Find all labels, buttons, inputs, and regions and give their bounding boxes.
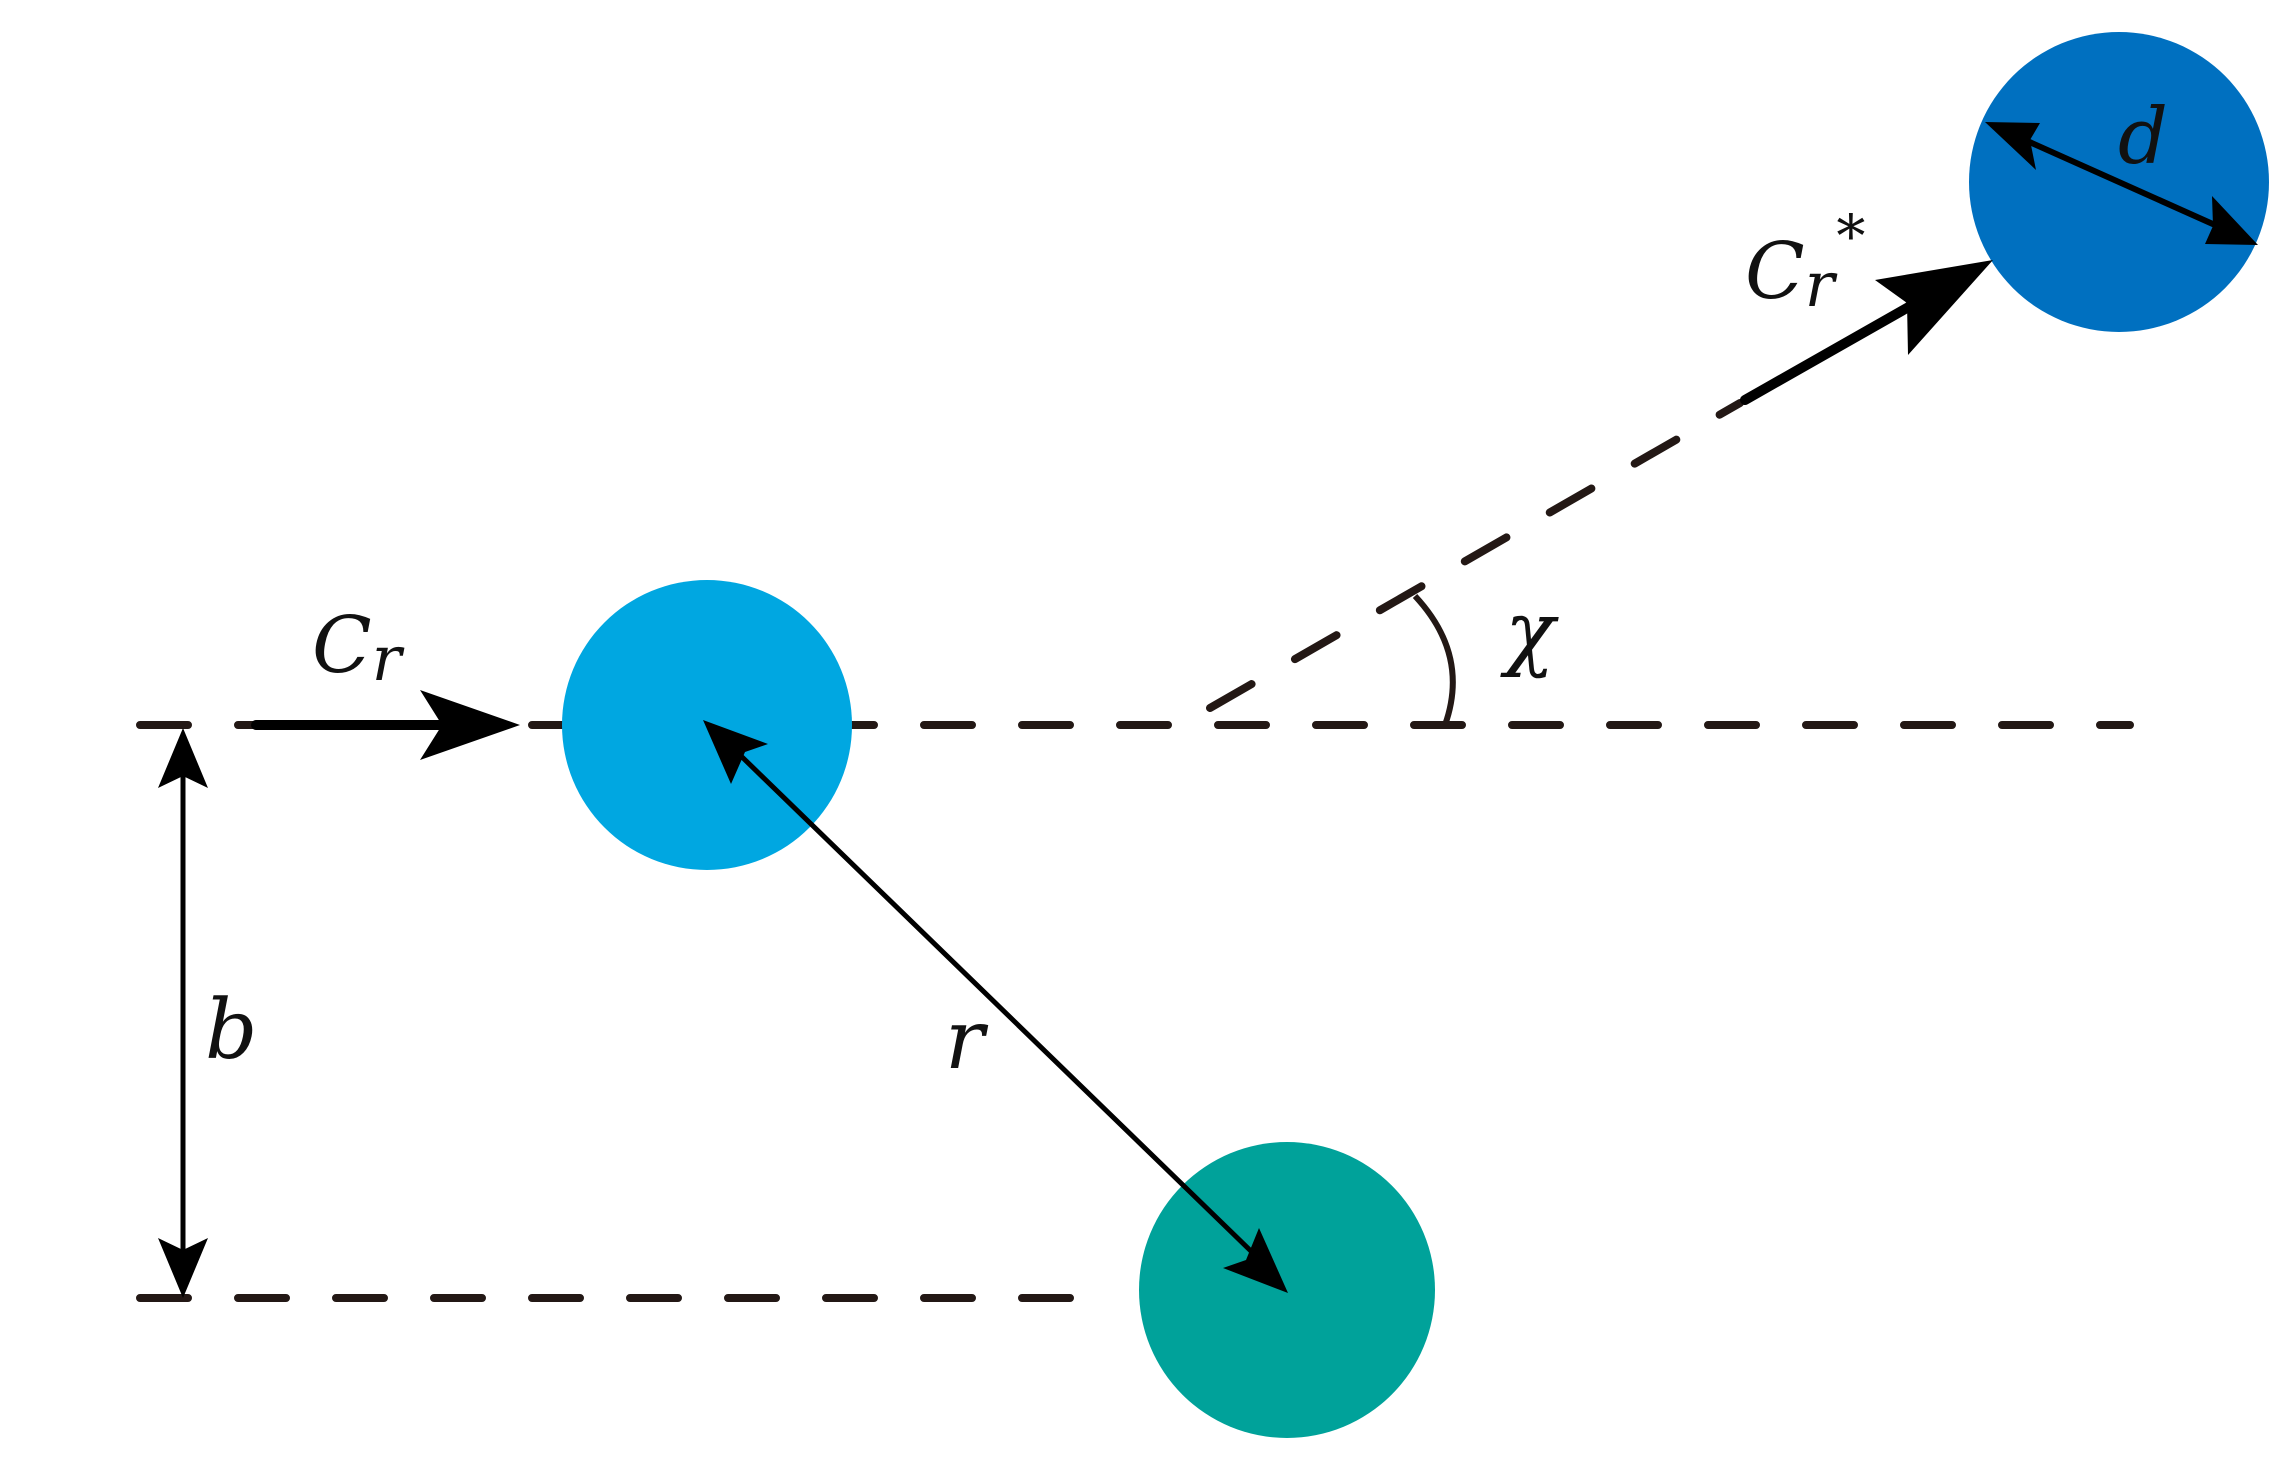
outgoing-velocity-arrow [1740, 260, 1993, 405]
deflection-angle-label: χ [1500, 585, 1559, 680]
impact-parameter-arrow [158, 728, 208, 1298]
scattered-trajectory-line [1206, 399, 1744, 712]
separation-label: r [945, 993, 989, 1088]
outgoing-velocity-label: Cr* [1745, 202, 1865, 321]
deflection-angle-arc [1412, 593, 1456, 727]
incoming-velocity-arrow [251, 690, 520, 760]
incoming-velocity-label: Cr [312, 601, 405, 695]
diameter-label: d [2118, 92, 2168, 182]
separation-arrow [703, 720, 1288, 1293]
impact-parameter-label: b [205, 983, 258, 1078]
diameter-arrow [1985, 122, 2258, 245]
